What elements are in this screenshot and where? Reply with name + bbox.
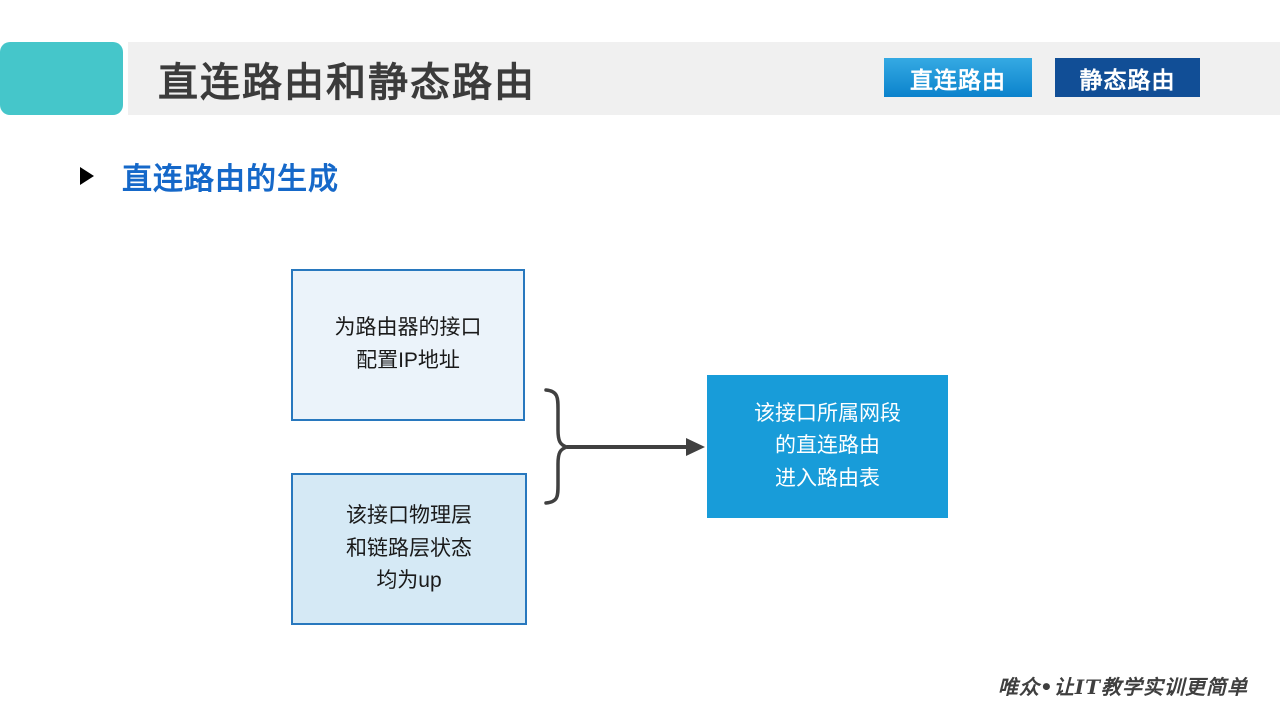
bullet-triangle-icon xyxy=(80,167,94,185)
nav-button-static-route[interactable]: 静态路由 xyxy=(1055,58,1200,97)
flow-box-configure-ip: 为路由器的接口 配置IP地址 xyxy=(291,269,525,421)
header-accent-block xyxy=(0,42,123,115)
page-title: 直连路由和静态路由 xyxy=(158,60,536,105)
section-heading: 直连路由的生成 xyxy=(122,163,339,196)
flow-box-link-status: 该接口物理层 和链路层状态 均为up xyxy=(291,473,527,625)
curly-brace-icon xyxy=(544,388,574,505)
section-heading-row: 直连路由的生成 xyxy=(80,154,339,198)
footer-tagline: 唯众•让IT教学实训更简单 xyxy=(997,675,1248,699)
arrow-head-icon xyxy=(686,438,705,456)
flow-box-route-table: 该接口所属网段 的直连路由 进入路由表 xyxy=(707,375,948,518)
nav-button-direct-route[interactable]: 直连路由 xyxy=(884,58,1032,97)
